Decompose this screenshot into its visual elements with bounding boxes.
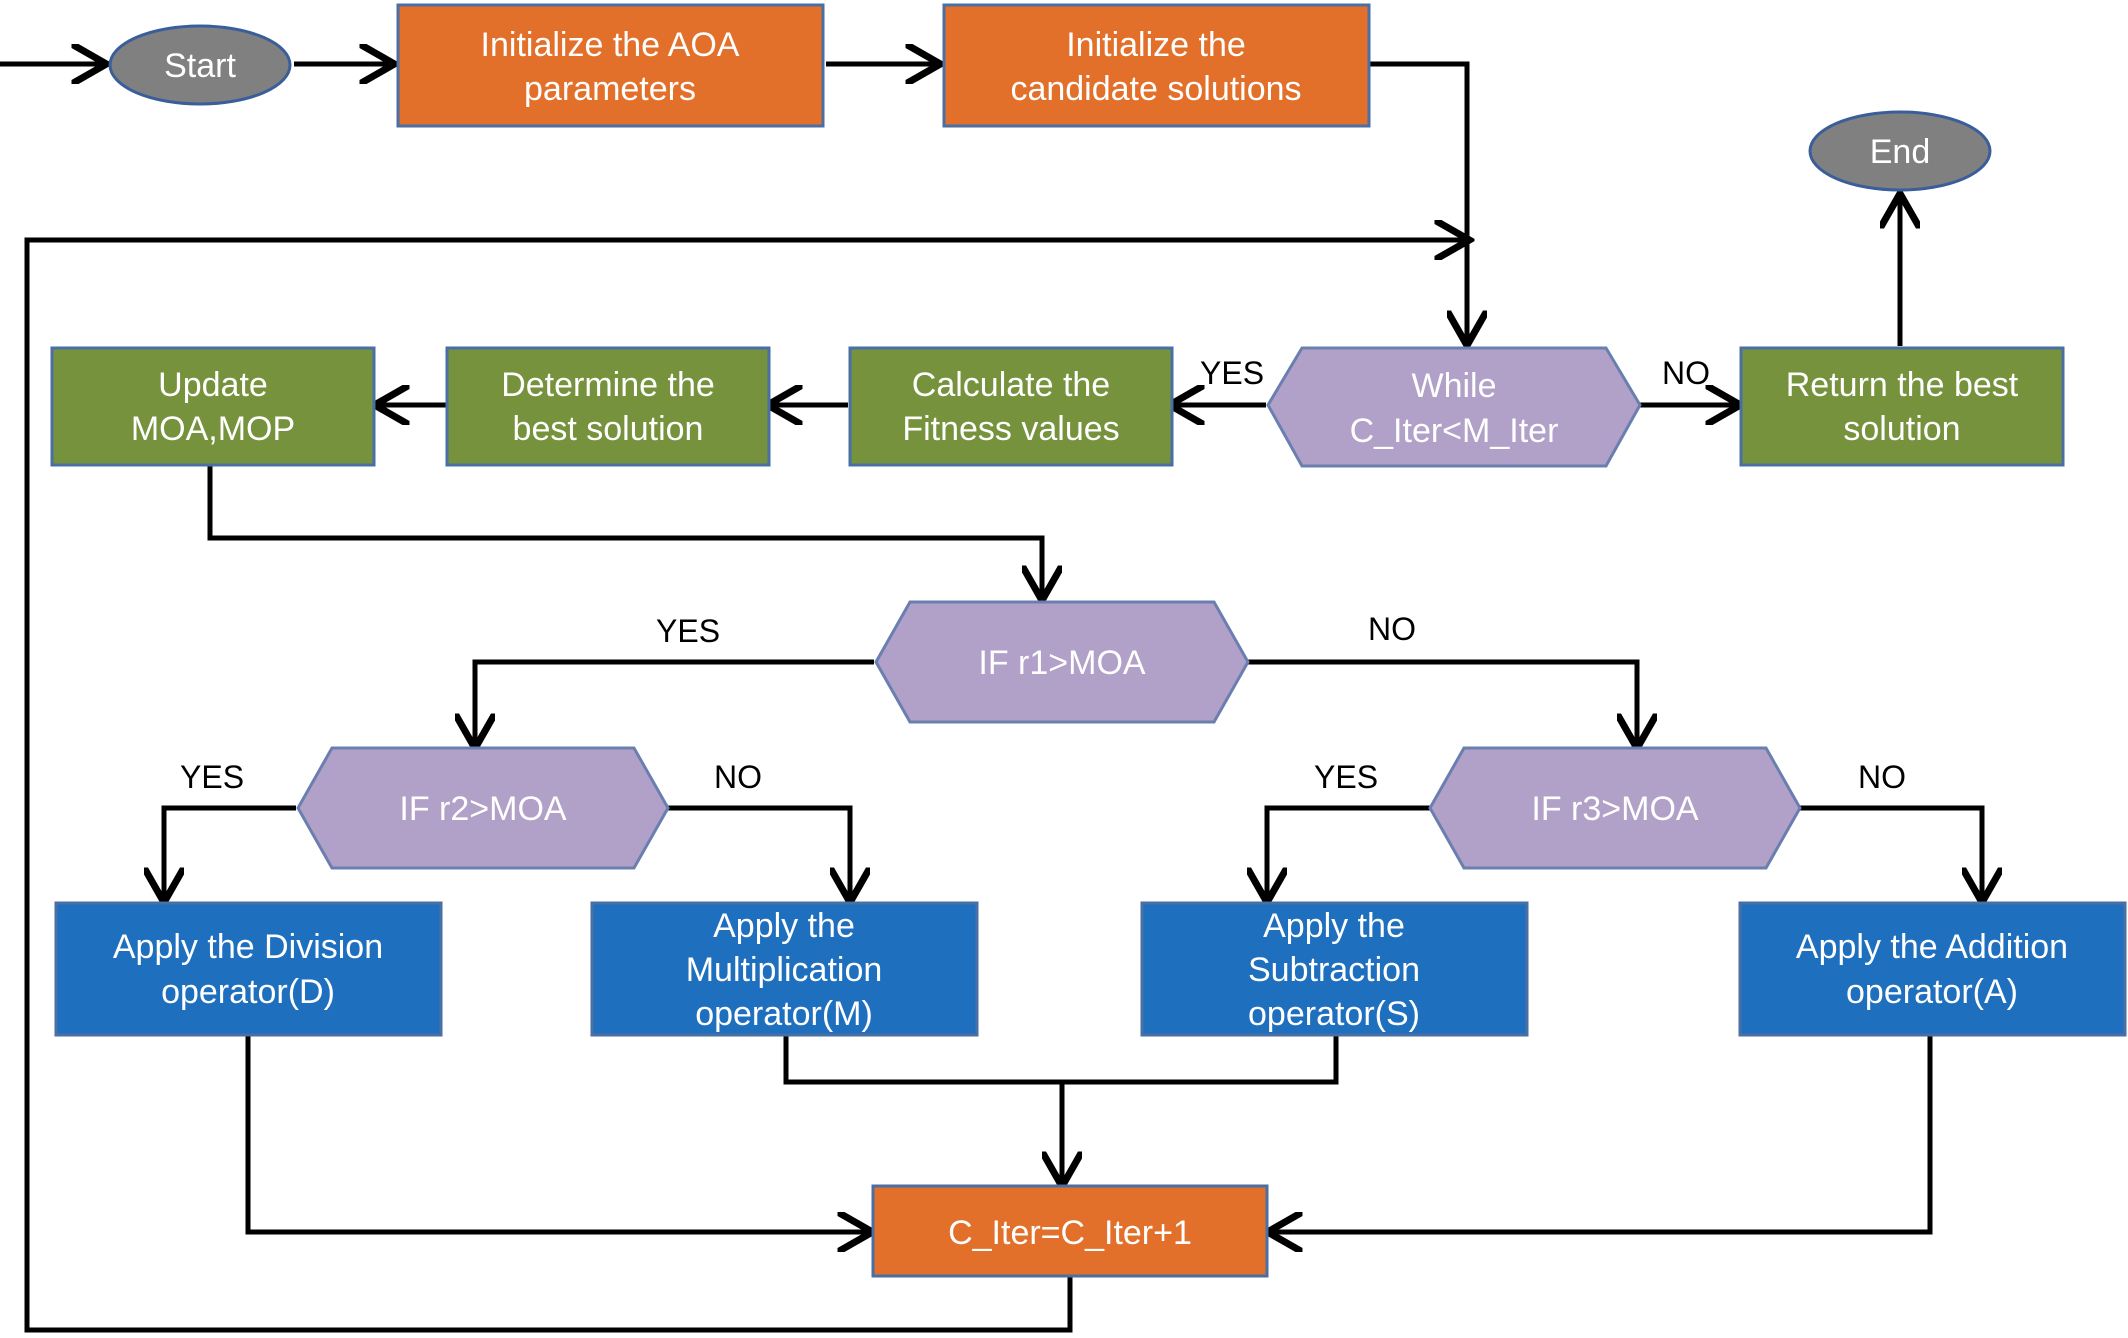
svg-text:Apply the: Apply the [1263, 907, 1405, 945]
increment-box: C_Iter=C_Iter+1 [871, 1184, 1269, 1278]
if-r1-decision: IF r1>MOA [874, 600, 1250, 724]
update-moa-box: Update MOA,MOP [50, 346, 376, 467]
label-while-no: NO [1662, 355, 1710, 391]
division-box: Apply the Division operator(D) [54, 901, 443, 1037]
return-best-box: Return the best solution [1739, 346, 2065, 467]
svg-text:Multiplication: Multiplication [686, 951, 883, 989]
edge-addition-increment [1270, 1035, 1933, 1232]
svg-text:Apply the: Apply the [713, 907, 855, 945]
calc-fitness-box: Calculate the Fitness values [848, 346, 1174, 467]
end-node: End [1808, 110, 1992, 192]
edge-r1-no [1246, 659, 1637, 746]
svg-text:Update: Update [158, 366, 268, 404]
addition-box: Apply the Addition operator(A) [1738, 901, 2127, 1037]
edge-candidates-while [1370, 61, 1467, 343]
init-candidates-box: Initialize the candidate solutions [942, 3, 1371, 128]
label-r1-no: NO [1368, 611, 1416, 647]
svg-text:MOA,MOP: MOA,MOP [131, 410, 295, 448]
edge-multiplication-join [783, 1035, 1339, 1085]
determine-best-box: Determine the best solution [445, 346, 771, 467]
edge-division-increment [245, 1035, 870, 1232]
edge-labels: YES NO YES NO YES NO YES NO [180, 355, 1906, 795]
svg-text:Fitness values: Fitness values [902, 410, 1119, 448]
edge-r2-no [668, 805, 850, 900]
edge-loop-back [24, 240, 1467, 1333]
svg-text:Initialize the AOA: Initialize the AOA [481, 26, 740, 64]
svg-text:Determine the: Determine the [501, 366, 715, 404]
label-r3-no: NO [1858, 759, 1906, 795]
while-decision: While C_Iter<M_Iter [1266, 346, 1642, 468]
svg-text:Subtraction: Subtraction [1248, 951, 1420, 989]
svg-text:Initialize the: Initialize the [1066, 26, 1246, 64]
svg-text:IF r1>MOA: IF r1>MOA [978, 644, 1146, 682]
init-params-box: Initialize the AOA parameters [396, 3, 825, 128]
svg-text:While: While [1411, 367, 1496, 405]
edge-r1-yes [475, 659, 874, 746]
svg-text:C_Iter=C_Iter+1: C_Iter=C_Iter+1 [948, 1214, 1192, 1252]
svg-text:C_Iter<M_Iter: C_Iter<M_Iter [1350, 412, 1559, 450]
label-r1-yes: YES [656, 613, 720, 649]
svg-text:IF r2>MOA: IF r2>MOA [399, 790, 567, 828]
svg-text:best solution: best solution [513, 410, 704, 448]
if-r3-decision: IF r3>MOA [1428, 746, 1802, 870]
svg-text:operator(M): operator(M) [695, 995, 873, 1033]
label-r2-no: NO [714, 759, 762, 795]
svg-text:operator(A): operator(A) [1846, 973, 2018, 1011]
svg-text:candidate solutions: candidate solutions [1010, 70, 1301, 108]
subtraction-box: Apply the Subtraction operator(S) [1140, 901, 1529, 1037]
svg-text:Apply the Division: Apply the Division [113, 928, 383, 966]
multiplication-box: Apply the Multiplication operator(M) [590, 901, 979, 1037]
svg-text:IF r3>MOA: IF r3>MOA [1531, 790, 1699, 828]
svg-text:solution: solution [1843, 410, 1960, 448]
edge-update-r1 [207, 466, 1042, 598]
edge-r3-yes [1267, 805, 1430, 900]
label-r2-yes: YES [180, 759, 244, 795]
svg-text:parameters: parameters [524, 70, 696, 108]
svg-text:Start: Start [164, 47, 236, 85]
svg-text:operator(S): operator(S) [1248, 995, 1420, 1033]
if-r2-decision: IF r2>MOA [296, 746, 670, 870]
start-node: Start [108, 24, 292, 106]
label-while-yes: YES [1200, 355, 1264, 391]
svg-text:Calculate the: Calculate the [912, 366, 1110, 404]
label-r3-yes: YES [1314, 759, 1378, 795]
edge-r3-no [1800, 805, 1982, 900]
svg-text:End: End [1870, 133, 1931, 171]
svg-text:operator(D): operator(D) [161, 973, 335, 1011]
edge-r2-yes [164, 805, 296, 900]
svg-text:Return the best: Return the best [1786, 366, 2019, 404]
connectors [0, 61, 1982, 1333]
svg-text:Apply the Addition: Apply the Addition [1796, 928, 2068, 966]
